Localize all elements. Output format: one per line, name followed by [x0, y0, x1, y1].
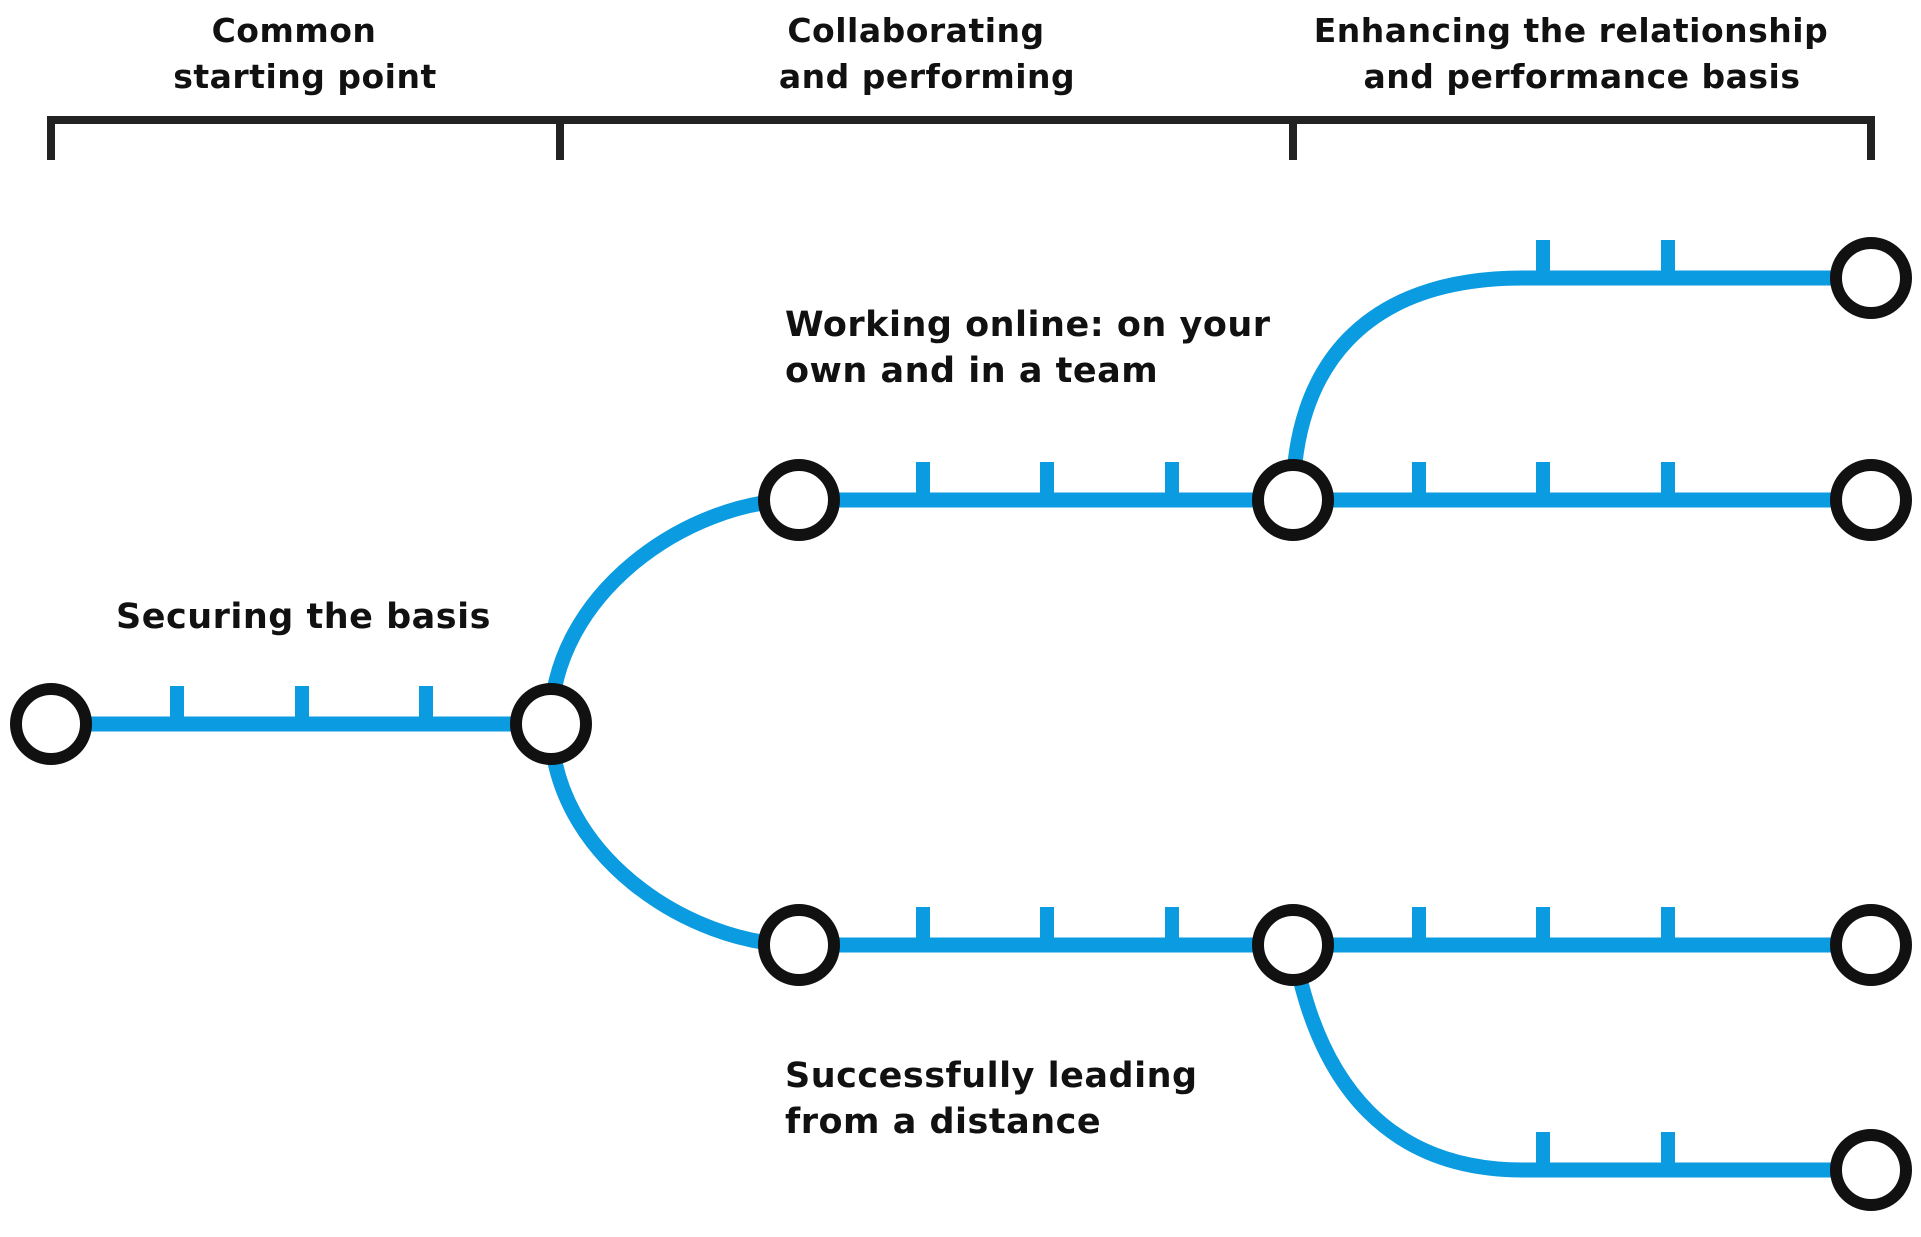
phase-bracket-line: [47, 116, 1875, 160]
phase-bracket: [47, 116, 1875, 160]
station-end-2: [1830, 459, 1912, 541]
phase-label-collab-line1: Collaborating: [787, 11, 1044, 50]
station-end-3: [1830, 904, 1912, 986]
track-ticks: [170, 240, 1675, 1170]
station-fork-1: [510, 683, 592, 765]
station-end-4: [1830, 1129, 1912, 1211]
stations: [10, 237, 1912, 1211]
phase-label-start-line2: starting point: [173, 57, 437, 96]
phase-label-enhance-line2: and performance basis: [1363, 57, 1800, 96]
phase-label-enhance-line1: Enhancing the relationship: [1314, 11, 1828, 50]
station-end-1: [1830, 237, 1912, 319]
station-fork-2-upper: [1252, 459, 1334, 541]
track-fork-down: [543, 723, 799, 953]
station-fork-2-lower: [1252, 904, 1334, 986]
path-label-lead: Successfully leading from a distance: [785, 1056, 1210, 1142]
phase-label-collab-line2: and performing: [779, 57, 1075, 96]
path-label-online-line1: Working online: on your: [785, 305, 1271, 345]
phase-label-enhance: Enhancing the relationship and performan…: [1314, 11, 1840, 96]
phase-label-start: Common starting point: [173, 11, 437, 96]
track-enhance-top-curve: [1285, 270, 1871, 501]
track-enhance-bottom-curve: [1285, 943, 1871, 1178]
path-label-online: Working online: on your own and in a tea…: [785, 305, 1283, 391]
station-online-start: [758, 459, 840, 541]
path-label-basis: Securing the basis: [116, 597, 491, 637]
path-label-lead-line1: Successfully leading: [785, 1056, 1198, 1096]
path-label-basis-line1: Securing the basis: [116, 597, 491, 637]
phase-label-collab: Collaborating and performing: [779, 11, 1075, 96]
station-lead-start: [758, 904, 840, 986]
path-label-online-line2: own and in a team: [785, 351, 1158, 391]
phase-label-start-line1: Common: [212, 11, 377, 50]
track-fork-up: [543, 492, 799, 725]
track-network: [51, 270, 1871, 1178]
path-label-lead-line2: from a distance: [785, 1102, 1101, 1142]
station-start: [10, 683, 92, 765]
